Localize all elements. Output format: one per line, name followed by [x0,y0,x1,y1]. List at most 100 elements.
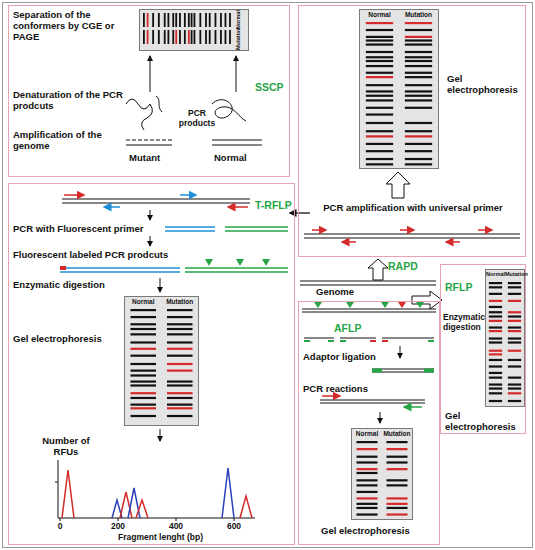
gel-band [366,29,393,31]
gel-band [130,415,156,417]
gel-band [508,286,521,288]
step-label: Mutant [129,153,179,164]
lane-label: Normal [236,10,247,30]
pcr-product-strand [126,140,172,141]
step-arrow [150,210,151,220]
gel-band [130,407,156,409]
gel-band [508,359,521,361]
gel-band [357,448,378,450]
cut-site [314,302,322,308]
outer-frame [3,3,533,548]
fluorescent-tag [60,266,66,270]
gel-band [357,461,378,463]
gel-band [489,365,502,367]
primer-arrow [478,229,492,231]
gel-band [405,99,432,101]
gel-band [508,320,521,322]
lane-label: Normal [125,299,162,306]
dna-strand [302,312,436,313]
gel-band [175,30,177,44]
fragment [320,403,425,404]
axis-label: Number of RFUs [36,436,96,458]
gel-band [508,330,521,332]
gel-band [188,30,190,44]
gel-band [357,497,378,499]
gel-band [225,13,227,27]
gel-band [357,472,378,474]
adaptor [304,340,310,342]
technique-panel: AFLPAdaptor ligationPCR reactionsGel ele… [298,301,440,545]
gel-band [405,56,432,58]
adaptor [382,340,388,342]
lane-label: Mutation [236,30,247,50]
step-label: Denaturation of the PCR prodcuts [13,90,125,112]
peak [62,470,74,518]
gel-band [167,415,193,417]
gel-band [366,65,393,67]
gel-band [366,76,393,78]
gel-band [366,130,393,132]
gel-band [405,22,432,24]
gel-band [405,43,432,45]
labeled-product [185,271,288,272]
gel-band [489,306,502,308]
gel-band [405,72,432,74]
gel-band [357,484,378,486]
gel-band [357,479,378,481]
gel-lanes [352,429,412,519]
step-label: PCR reactions [303,384,399,395]
gel-band [168,30,170,44]
gel-band [508,293,521,295]
cut-site [398,302,406,308]
gel-band [366,56,393,58]
y-axis [58,460,59,518]
gel-band [508,377,521,379]
gel-band [147,30,149,44]
dna-strand [62,199,250,200]
gel-band [167,348,193,350]
gel-band [387,497,408,499]
step-arrow [160,278,161,292]
step-label: Adaptor ligation [303,352,399,363]
gel-band [387,468,408,470]
gel-band [366,84,393,86]
gel-band [489,330,502,332]
normal-conformer [212,100,246,121]
cut-site [205,259,213,266]
labeled-product [185,267,288,268]
gel-band [508,392,521,394]
lane-label: Normal [360,12,399,19]
cut-site [262,259,270,266]
gel-band [357,507,378,509]
gel-image: NormalMutation [124,296,199,426]
gel-band [366,99,393,101]
gel-band [199,30,201,44]
gel-band [366,158,393,160]
gel-band [508,383,521,385]
gel-band [405,84,432,86]
gel-band [405,65,432,67]
gel-background [125,297,198,425]
gel-band [220,13,222,27]
gel-band [366,163,393,165]
gel-band [130,374,156,376]
gel-band [215,30,217,44]
gel-band [405,76,432,78]
gel-band [130,397,156,399]
gel-band [199,13,201,27]
gel-band [130,370,156,372]
direction-arrow [290,212,310,213]
step-arrow [150,56,151,92]
gel-band [130,348,156,350]
gel-band [405,36,432,38]
axis-tick [55,482,58,483]
genome-strand [300,280,436,281]
gel-band [143,13,145,27]
gel-band [387,479,408,481]
pcr-product-strand [212,145,262,146]
lane-label: Mutation [399,12,438,19]
gel-band [387,448,408,450]
gel-image: NormalMutation [359,9,439,169]
gel-band [489,337,502,339]
gel-band [489,341,502,343]
